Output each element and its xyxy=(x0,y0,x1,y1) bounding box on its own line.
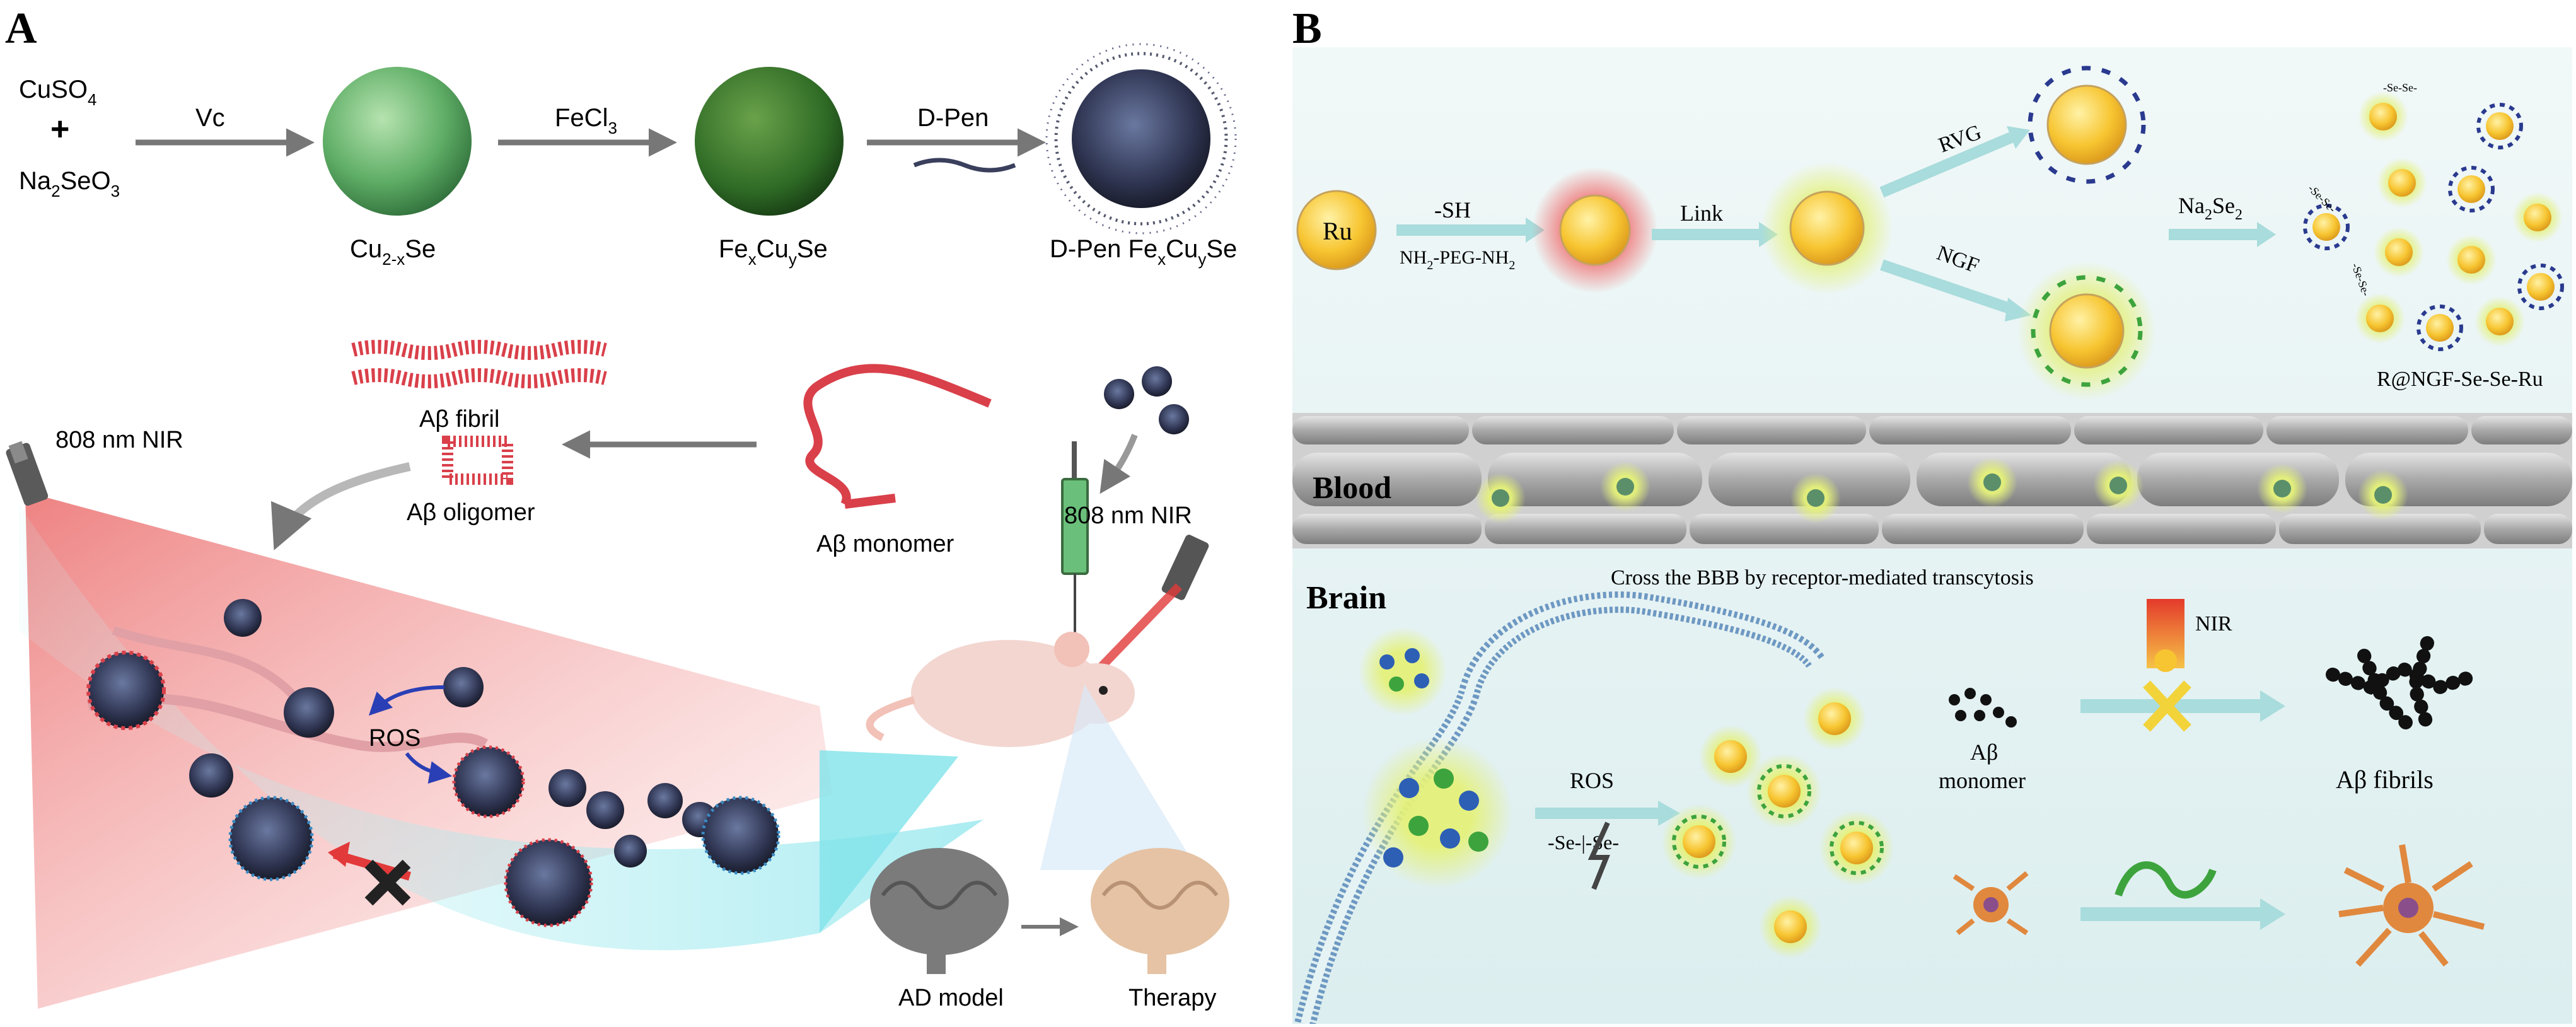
link-label: Link xyxy=(1680,200,1723,226)
se-se-label-1: -Se-Se- xyxy=(2383,81,2417,94)
arrow-fibril-to-particles xyxy=(270,462,411,550)
lightning-icon xyxy=(1587,821,1610,890)
cyan-arrow-head xyxy=(820,750,958,933)
endothelial-cells-bottom xyxy=(1292,514,2572,544)
blocked-reaggregation-icon xyxy=(328,842,411,906)
fibril-particle-complex xyxy=(86,599,780,927)
panel-b-letter: B xyxy=(1292,4,1322,53)
released-particles xyxy=(1661,687,1894,958)
ros-label-a: ROS xyxy=(369,725,421,751)
linked-sphere xyxy=(1789,190,1865,266)
panel-a-letter: A xyxy=(5,4,37,53)
abeta-monomer-b-line1: Aβ xyxy=(1970,740,1998,765)
blocked-x-icon xyxy=(2143,680,2191,732)
ad-model-brain-icon xyxy=(870,848,1009,974)
therapy-label: Therapy xyxy=(1128,985,1216,1011)
neuron-large-icon xyxy=(2338,844,2485,967)
na2se2-label: Na2Se2 xyxy=(2178,193,2242,223)
panel-b-synthesis: Ru -SH NH2-PEG-NH2 Link RVG NGF xyxy=(1296,66,2564,400)
ros-arrow-left xyxy=(368,685,445,716)
rngf-se-se-ru-cluster xyxy=(2303,91,2564,351)
therapy-brain-icon xyxy=(1091,848,1229,974)
nanoparticles-cluster xyxy=(1104,366,1189,434)
arrow-ngf xyxy=(1880,259,2013,315)
abeta-monomer-dots xyxy=(1949,688,2017,728)
blood-label: Blood xyxy=(1313,470,1391,505)
cu2xse-sphere xyxy=(323,67,472,216)
fexcuyse-sphere xyxy=(695,67,844,216)
bbb-caption: Cross the BBB by receptor-mediated trans… xyxy=(1611,566,2034,589)
panel-a: A CuSO4 + Na2SeO3 Vc Cu2-xSe FeCl3 FexCu… xyxy=(5,4,1237,1011)
panel-b: B Ru -SH NH2-PEG-NH2 Link RVG NGF xyxy=(1292,4,2572,1027)
peg-label: NH2-PEG-NH2 xyxy=(1400,247,1515,272)
abeta-fibril-icon xyxy=(351,340,607,388)
ru-core xyxy=(1296,190,1377,270)
nir-laser-icon xyxy=(2147,599,2184,672)
ngf-signal-icon xyxy=(2115,861,2217,899)
peg-sphere xyxy=(1559,194,1631,266)
nir-label-b: NIR xyxy=(2195,612,2232,635)
arrow-rvg xyxy=(1879,132,2014,198)
panel-a-mechanism: 808 nm NIR Aβ fibril Aβ oligomer Aβ mono… xyxy=(6,340,1229,1011)
abeta-monomer-b-line2: monomer xyxy=(1939,768,2026,793)
brain-label: Brain xyxy=(1306,580,1386,616)
endothelial-cells-top xyxy=(1292,416,2572,444)
se-cleave-label: -Se-|-Se- xyxy=(1548,831,1619,854)
ad-model-label: AD model xyxy=(898,985,1004,1011)
blood-particles xyxy=(1475,457,2408,523)
product-label: R@NGF-Se-Se-Ru xyxy=(2377,368,2543,391)
nir-right-label: 808 nm NIR xyxy=(1064,502,1192,529)
abeta-monomer-icon xyxy=(803,364,992,509)
product-cu2xse: Cu2-xSe xyxy=(350,235,436,269)
step-vc-label: Vc xyxy=(195,104,225,132)
cyan-flow-arrow xyxy=(19,504,983,951)
laser-probe-left xyxy=(6,441,49,506)
reagent-cuso4: CuSO4 xyxy=(19,76,96,109)
panel-a-synthesis: CuSO4 + Na2SeO3 Vc Cu2-xSe FeCl3 FexCuyS… xyxy=(19,43,1237,269)
dpen-ligand-icon xyxy=(913,158,1016,173)
projection-cone xyxy=(1040,684,1198,870)
product-fexcuyse: FexCuySe xyxy=(719,235,828,269)
mouse-icon xyxy=(866,632,1135,747)
abeta-oligomer-icon xyxy=(442,436,513,485)
dpen-fexcuyse-spiky-particle xyxy=(1045,43,1237,235)
plus-sign: + xyxy=(50,111,69,148)
arrow-particles-to-syringe xyxy=(1099,434,1138,494)
syringe-icon xyxy=(1061,441,1089,649)
laser-probe-right xyxy=(1161,535,1209,600)
step-fecl3-label: FeCl3 xyxy=(555,104,617,137)
product-dpen-fexcuyse: D-Pen FexCuySe xyxy=(1050,235,1237,269)
ru-label: Ru xyxy=(1323,217,1352,245)
abeta-fibrils-icon xyxy=(2326,636,2485,732)
nir-left-label: 808 nm NIR xyxy=(55,427,183,453)
abeta-monomer-label: Aβ monomer xyxy=(816,531,954,557)
step-dpen-label: D-Pen xyxy=(917,104,989,132)
nir-beam-right xyxy=(1087,583,1183,681)
abeta-fibrils-label: Aβ fibrils xyxy=(2336,765,2434,794)
ros-label-b: ROS xyxy=(1570,768,1614,793)
neuron-small-icon xyxy=(1952,871,2029,936)
rvg-particle xyxy=(2028,66,2146,184)
reagent-na2seo3: Na2SeO3 xyxy=(19,167,120,200)
brain-section: Brain Cross the BBB by receptor-mediated… xyxy=(1294,566,2485,1027)
blood-vessel: Blood xyxy=(1292,413,2572,548)
sh-label: -SH xyxy=(1434,197,1471,223)
abeta-fibril-label: Aβ fibril xyxy=(419,406,499,432)
abeta-oligomer-label: Aβ oligomer xyxy=(407,499,535,526)
ros-arrow-right xyxy=(405,752,453,784)
ngf-particle xyxy=(2017,262,2156,400)
vesicle-cluster-bottom xyxy=(1362,738,1513,889)
vesicle-cluster-top xyxy=(1359,627,1447,716)
